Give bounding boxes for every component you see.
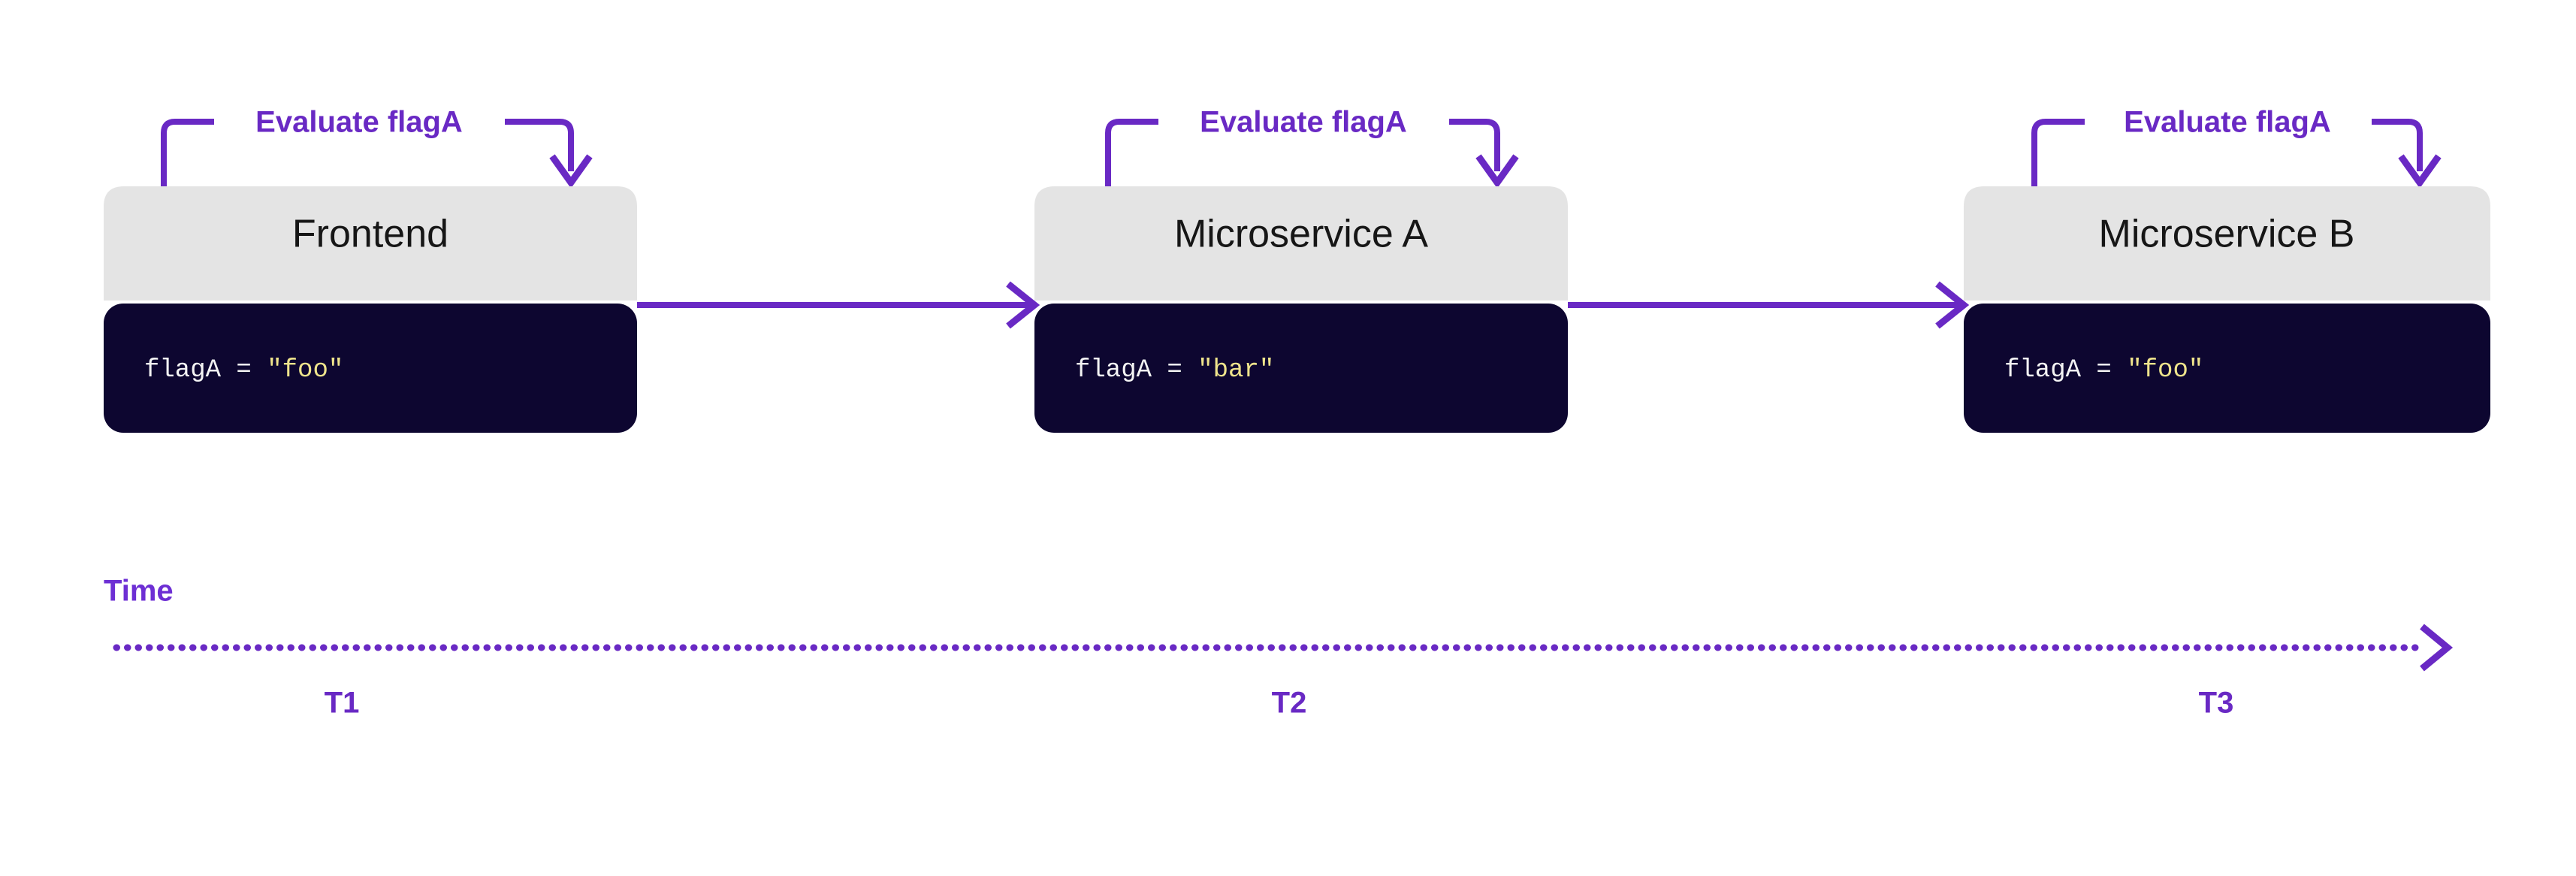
timeline-tick-t3: T3 [2199, 687, 2234, 720]
node-title-microservice-a: Microservice A [1174, 213, 1428, 256]
code-panel-microservice-b [1964, 304, 2490, 433]
evaluate-label-microservice-a: Evaluate flagA [1200, 106, 1407, 139]
code-line-microservice-b: flagA = "foo" [2004, 356, 2203, 385]
evaluate-label-microservice-b: Evaluate flagA [2124, 106, 2331, 139]
evaluate-connector-microservice-a [1105, 119, 1519, 189]
code-line-frontend: flagA = "foo" [144, 356, 343, 385]
code-line-microservice-a: flagA = "bar" [1075, 356, 1274, 385]
code-value-microservice-b: "foo" [2127, 356, 2203, 385]
timeline: Time T1 T2 T3 [104, 575, 2454, 720]
node-header-card-microservice-a [1034, 186, 1568, 301]
node-header-card-microservice-b [1964, 186, 2490, 301]
timeline-tick-t1: T1 [325, 687, 360, 720]
code-value-microservice-a: "bar" [1197, 356, 1274, 385]
code-value-frontend: "foo" [267, 356, 343, 385]
timeline-label: Time [104, 575, 174, 608]
code-panel-microservice-a [1034, 304, 1568, 433]
evaluate-label-frontend: Evaluate flagA [255, 106, 463, 139]
node-title-frontend: Frontend [292, 213, 448, 256]
code-panel-frontend [104, 304, 637, 433]
node-header-card-frontend [104, 186, 637, 301]
node-microservice-a[interactable]: Evaluate flagA Microservice A flagA = "b… [1034, 106, 1568, 433]
connector-microservice-a-to-microservice-b [1568, 281, 1970, 329]
evaluate-connector-frontend [161, 119, 593, 189]
node-title-microservice-b: Microservice B [2099, 213, 2355, 256]
code-key-microservice-b: flagA = [2004, 356, 2127, 385]
code-key-microservice-a: flagA = [1075, 356, 1197, 385]
code-key-frontend: flagA = [144, 356, 267, 385]
node-microservice-b[interactable]: Evaluate flagA Microservice B flagA = "f… [1964, 106, 2490, 433]
timeline-arrow-icon [2420, 624, 2454, 672]
timeline-tick-t2: T2 [1272, 687, 1307, 720]
evaluate-connector-microservice-b [2031, 119, 2442, 189]
node-frontend[interactable]: Evaluate flagA Frontend flagA = "foo" [104, 106, 637, 433]
connector-frontend-to-microservice-a [637, 281, 1040, 329]
